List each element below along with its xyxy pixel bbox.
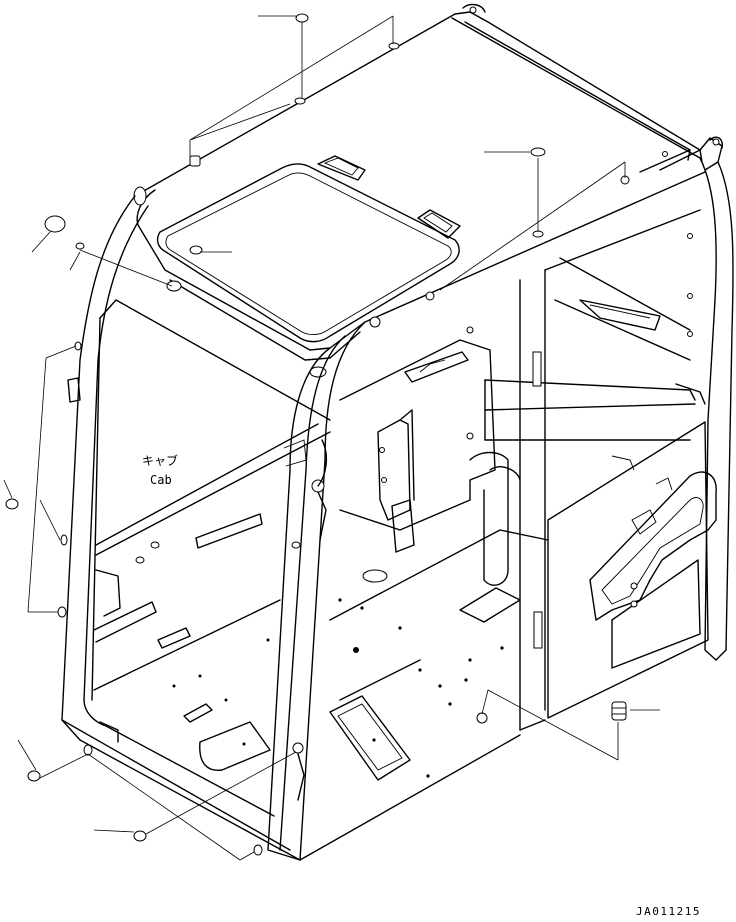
rear-frame <box>484 157 734 731</box>
right-side-panel <box>547 421 717 719</box>
front-lower-inner <box>93 423 331 771</box>
drawing-code: JA011215 <box>636 905 701 918</box>
rear-inner-panel <box>339 326 521 586</box>
cab-label-jp: キャブ <box>142 453 178 468</box>
front-left-pillar <box>61 195 331 861</box>
loose-parts <box>5 13 627 842</box>
leader-lines <box>3 15 660 861</box>
roof-panel <box>134 3 724 361</box>
floor-plate <box>299 529 549 861</box>
cab-label: キャブ Cab <box>142 453 178 487</box>
cab-label-en: Cab <box>150 473 172 487</box>
roof-window <box>133 151 693 378</box>
front-right-pillar <box>267 321 366 861</box>
left-edge-fittings <box>57 341 263 856</box>
